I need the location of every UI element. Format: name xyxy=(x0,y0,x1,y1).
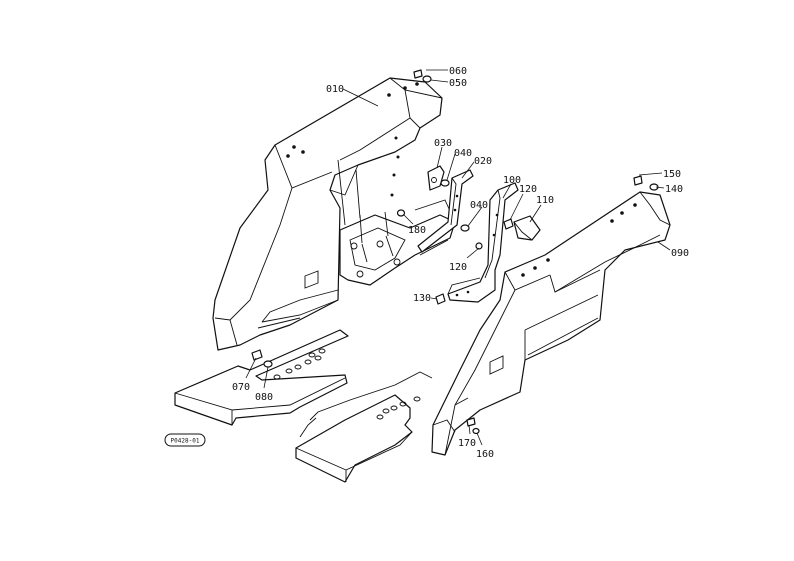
label-020: 020 xyxy=(474,156,492,167)
label-130: 130 xyxy=(413,293,431,304)
bracket-110 xyxy=(513,215,541,241)
hardware-140-150 xyxy=(633,175,659,191)
hardware-160-170 xyxy=(466,417,480,435)
left-fender-bolt-holes xyxy=(286,82,419,197)
label-090: 090 xyxy=(671,248,689,259)
reference-code: P0428-01 xyxy=(171,438,200,445)
central-support-bracket xyxy=(337,159,456,286)
label-050: 050 xyxy=(449,78,467,89)
left-fender xyxy=(212,77,443,351)
label-120-b: 120 xyxy=(449,262,467,273)
right-fender-bolt-holes xyxy=(521,203,637,277)
label-160: 160 xyxy=(476,449,494,460)
bracket-030 xyxy=(427,165,445,191)
hardware-070-080 xyxy=(251,349,273,368)
hardware-180 xyxy=(396,209,406,217)
label-040-b: 040 xyxy=(470,200,488,211)
label-180: 180 xyxy=(408,225,426,236)
reference-badge: P0428-01 xyxy=(164,433,206,447)
hardware-040-a xyxy=(440,179,450,187)
hardware-050-060 xyxy=(413,69,432,83)
label-100: 100 xyxy=(503,175,521,186)
right-fender xyxy=(431,191,671,456)
label-080: 080 xyxy=(255,392,273,403)
floor-holes xyxy=(273,348,421,420)
label-030: 030 xyxy=(434,138,452,149)
bracket-020 xyxy=(417,169,474,253)
hardware-120-a xyxy=(503,218,514,230)
label-040-a: 040 xyxy=(454,148,472,159)
hardware-040-b xyxy=(460,224,470,232)
label-110: 110 xyxy=(536,195,554,206)
leader-lines xyxy=(245,69,671,446)
label-060: 060 xyxy=(449,66,467,77)
label-140: 140 xyxy=(665,184,683,195)
label-170: 170 xyxy=(458,438,476,449)
label-070: 070 xyxy=(232,382,250,393)
floor-plate-left xyxy=(174,329,349,426)
label-150: 150 xyxy=(663,169,681,180)
label-010: 010 xyxy=(326,84,344,95)
label-120-a: 120 xyxy=(519,184,537,195)
hardware-120-b xyxy=(475,242,483,250)
bracket-100 xyxy=(447,182,519,303)
hardware-130 xyxy=(435,293,446,305)
